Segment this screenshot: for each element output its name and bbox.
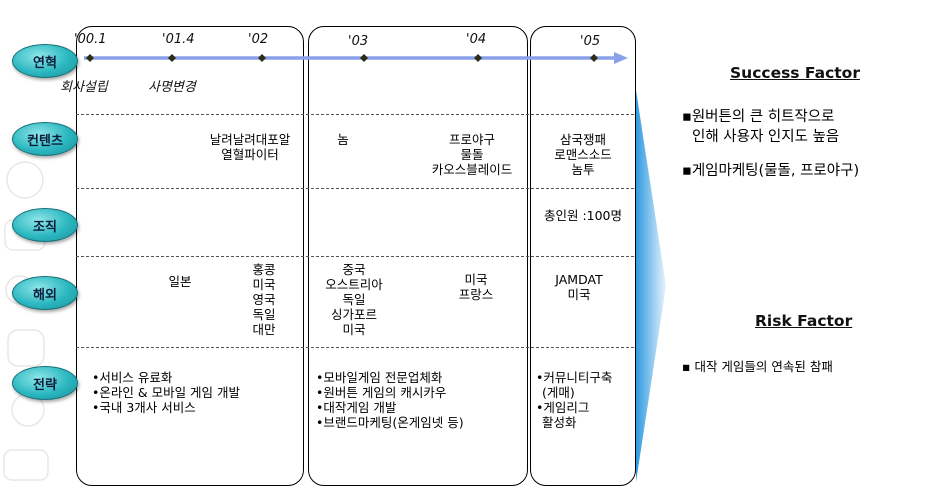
row-divider xyxy=(76,256,634,257)
timeline-arrow xyxy=(84,52,628,64)
success-factor-item: ▪원버튼의 큰 히트작으로 xyxy=(682,109,835,125)
row-divider xyxy=(76,188,634,189)
background-pattern xyxy=(3,161,49,481)
overseas-2003: 중국 오스트리아 독일 싱가포르 미국 xyxy=(325,262,383,337)
year-label: '03 xyxy=(348,34,369,49)
timeline-event: 회사설립 xyxy=(60,80,108,95)
overseas-japan: 일본 xyxy=(168,274,192,289)
summary-chevron xyxy=(636,90,666,482)
success-factor-title: Success Factor xyxy=(730,64,860,82)
content-2003: 놈 xyxy=(337,132,349,147)
row-label-strategy: 전략 xyxy=(12,366,78,400)
row-label-organization: 조직 xyxy=(12,208,78,242)
year-label: '01.4 xyxy=(162,32,195,47)
overseas-2005: JAMDAT 미국 xyxy=(555,272,603,302)
content-2004: 프로야구 물돌 카오스블레이드 xyxy=(431,132,513,177)
overseas-2002: 홍콩 미국 영국 독일 대만 xyxy=(252,262,276,337)
content-2002: 날려날려대포알 열혈파이터 xyxy=(209,132,291,162)
success-factor-item: ▪게임마케팅(물돌, 프로야구) xyxy=(682,163,860,179)
row-label-contents: 컨텐츠 xyxy=(12,122,78,156)
year-label: '02 xyxy=(248,32,269,47)
overseas-2004: 미국 프랑스 xyxy=(458,272,494,302)
year-label: '05 xyxy=(580,34,601,49)
content-2005: 삼국쟁패 로맨스소드 놈투 xyxy=(554,132,612,177)
row-divider xyxy=(76,114,634,115)
risk-factor-item: ▪ 대작 게임들의 연속된 참패 xyxy=(682,359,833,374)
success-factor-item: 인해 사용자 인지도 높음 xyxy=(692,129,840,145)
year-label: '04 xyxy=(466,32,487,47)
row-divider xyxy=(76,347,634,348)
strategy-2003-2004: •모바일게임 전문업체화 •원버튼 게임의 캐시카우 •대작게임 개발 •브랜드… xyxy=(316,370,464,430)
org-2005: 총인원 :100명 xyxy=(543,208,623,223)
year-label: '00.1 xyxy=(74,32,107,47)
risk-factor-title: Risk Factor xyxy=(755,312,853,330)
row-label-overseas: 해외 xyxy=(12,276,78,310)
strategy-2000-2002: •서비스 유료화 •온라인 & 모바일 게임 개발 •국내 3개사 서비스 xyxy=(92,370,241,415)
strategy-2005: •커뮤니티구축 (게매) •게임리그 활성화 xyxy=(536,370,613,430)
row-label-history: 연혁 xyxy=(12,44,78,78)
timeline-event: 사명변경 xyxy=(148,80,196,95)
